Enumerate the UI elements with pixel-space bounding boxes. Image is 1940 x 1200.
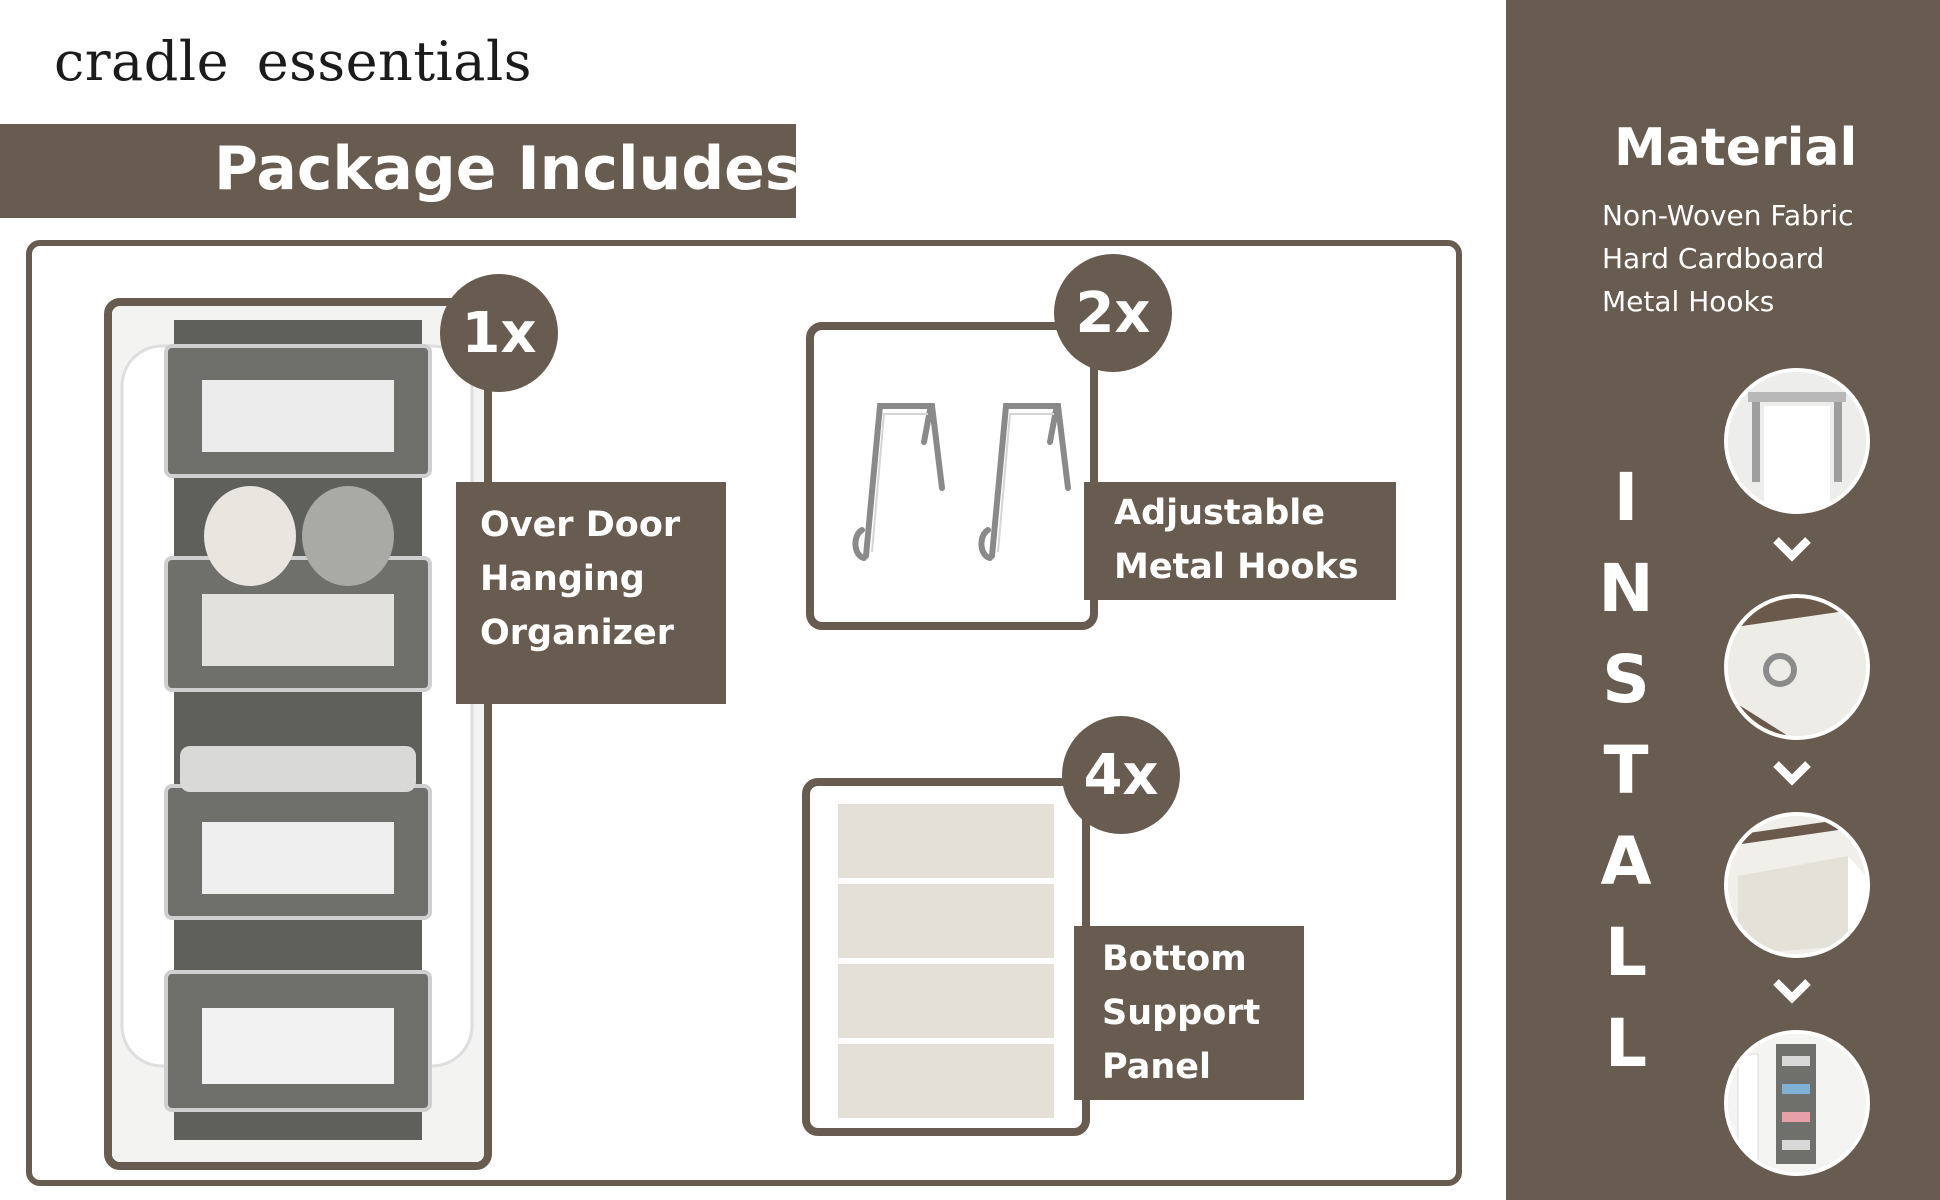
metal-hooks-illustration [852, 403, 1071, 561]
package-banner [0, 124, 796, 218]
material-item: Hard Cardboard [1602, 242, 1825, 275]
panels-photo-card [802, 778, 1090, 1136]
material-item: Non-Woven Fabric [1602, 199, 1854, 232]
install-letter: S [1602, 641, 1650, 718]
chevron-down-icon [1773, 761, 1811, 786]
label-panels: Bottom Support Panel [1074, 926, 1304, 1100]
label-hooks-line-2: Metal Hooks [1114, 547, 1359, 587]
label-panels-line-3: Panel [1102, 1047, 1211, 1087]
quantity-badge-hooks: 2x [1054, 254, 1172, 372]
hooks-photo-card [806, 322, 1098, 630]
install-letter: L [1604, 914, 1648, 991]
package-title: Package Includes [214, 134, 801, 204]
label-organizer-line-2: Hanging [480, 559, 645, 599]
label-organizer-line-1: Over Door [480, 505, 681, 545]
install-letter: I [1613, 459, 1639, 536]
install-step-2-image [1724, 594, 1870, 740]
organizer-photo-card [104, 298, 492, 1170]
install-step-3-image [1724, 812, 1870, 958]
quantity-badge-organizer: 1x [440, 274, 558, 392]
install-step-4-image [1724, 1030, 1870, 1176]
label-panels-line-1: Bottom [1102, 939, 1247, 979]
install-letter: T [1603, 732, 1649, 809]
install-letter: A [1600, 823, 1652, 900]
install-step-1-image [1724, 368, 1870, 514]
material-list: Non-Woven Fabric Hard Cardboard Metal Ho… [1602, 194, 1854, 323]
label-organizer-line-3: Organizer [480, 613, 674, 653]
install-vertical-label: I N S T A L L [1576, 452, 1676, 1089]
brand-logo-text: cradle essentials [54, 30, 532, 93]
label-hooks-line-1: Adjustable [1114, 493, 1326, 533]
quantity-badge-panels: 4x [1062, 716, 1180, 834]
install-letter: L [1604, 1005, 1648, 1082]
organizer-illustration [112, 306, 484, 1162]
material-install-sidebar: Material Non-Woven Fabric Hard Cardboard… [1506, 0, 1940, 1200]
support-panels-illustration [838, 804, 1054, 1118]
install-letter: N [1598, 550, 1654, 627]
material-item: Metal Hooks [1602, 285, 1775, 318]
label-hooks: Adjustable Metal Hooks [1084, 482, 1396, 600]
label-panels-line-2: Support [1102, 993, 1261, 1033]
material-title: Material [1614, 118, 1858, 178]
label-organizer: Over Door Hanging Organizer [456, 482, 726, 704]
chevron-down-icon [1773, 979, 1811, 1004]
chevron-down-icon [1773, 537, 1811, 562]
